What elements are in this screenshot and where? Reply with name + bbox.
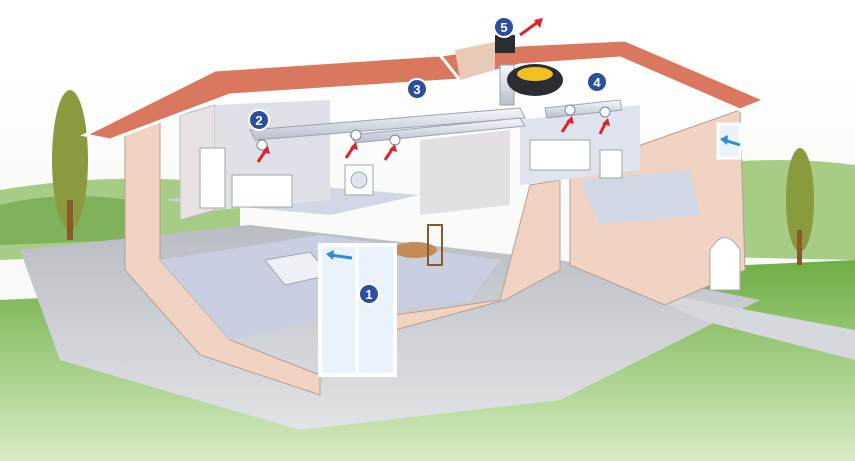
ventilation-unit [495,35,563,96]
marker-circle [406,78,428,100]
marker-label: 3 [413,82,420,97]
bathtub [529,139,591,171]
marker-1: 1 [358,283,380,305]
duct-network [249,64,623,151]
marker-5: 5 [493,16,515,38]
dining-table [393,242,437,258]
extract-airflow-arrows [256,18,610,163]
marker-circle [493,16,515,38]
marker-label: 1 [365,287,372,302]
roof-gable [455,42,495,80]
extract-vent-4 [564,104,576,116]
roof-right [437,38,769,112]
marker-circle [358,283,380,305]
marker-label: 5 [500,20,507,35]
inner-wall-laundry [420,130,510,215]
dining-chair [427,224,443,266]
marker-3: 3 [406,78,428,100]
marker-2: 2 [248,109,270,131]
toilet [599,149,623,179]
roof-outlet [495,35,515,53]
kitchen-door [199,147,226,209]
marker-label: 4 [593,75,601,90]
supply-duct-main [249,107,526,141]
washing-machine-door [350,171,368,189]
duct-branch-bathroom [544,99,623,119]
extract-vent-5 [599,106,611,118]
outer-wall-center [394,179,561,331]
extract-vent-2 [350,129,362,141]
marker-circle [248,109,270,131]
path-right [640,290,855,360]
marker-label: 2 [255,113,262,128]
tree-right [786,148,814,265]
numbered-markers: 1 2 3 4 5 [248,16,608,305]
tree-left [52,90,88,240]
bathroom-floor [580,170,700,225]
kitchen-counter [231,174,293,208]
marker-circle [586,71,608,93]
extract-vent-1 [256,139,268,151]
extract-vent-3 [389,134,401,146]
arched-door [709,237,741,291]
marker-4: 4 [586,71,608,93]
supply-airflow-arrows [326,135,741,260]
